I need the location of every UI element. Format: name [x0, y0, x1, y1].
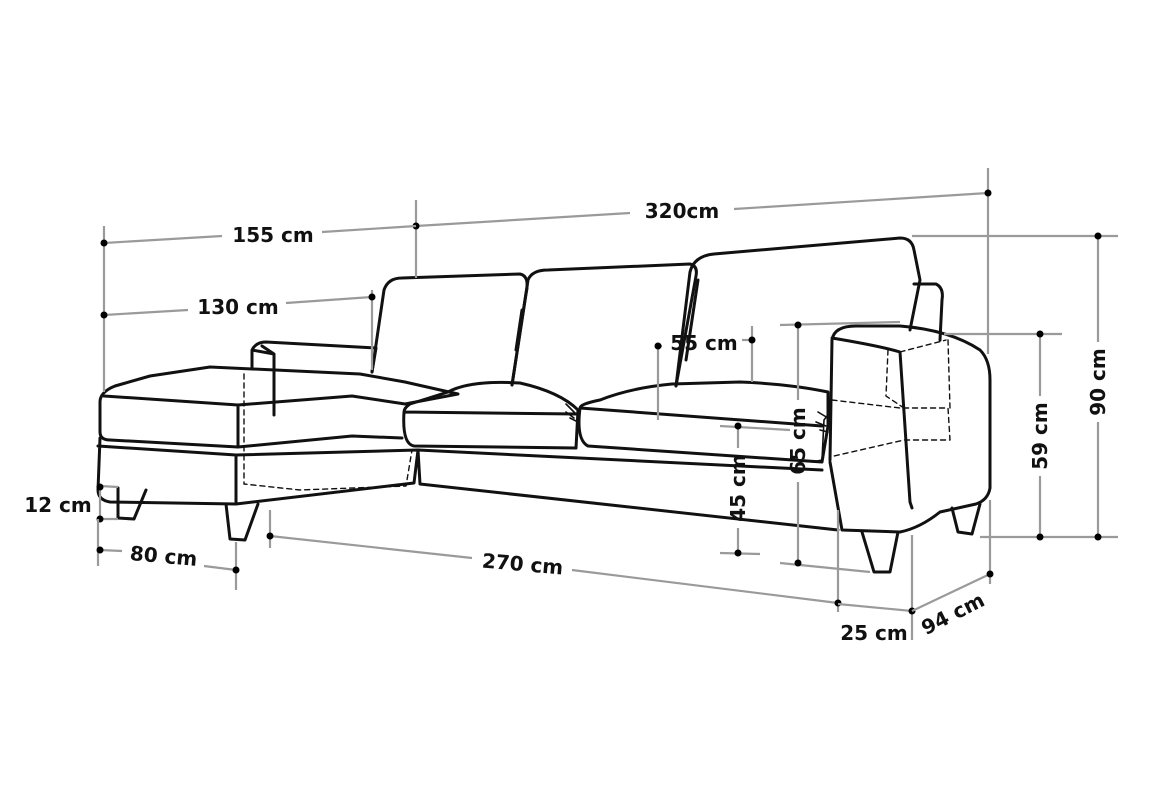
back-cushion-right: [674, 236, 922, 388]
right-arm-inner: [811, 411, 831, 463]
label-chaise-width: 155 cm: [232, 223, 313, 247]
label-seat-depth: 55 cm: [670, 331, 738, 355]
right-leg-back: [950, 502, 982, 536]
back-cushion-middle: [510, 262, 698, 388]
seat-cushion-right: [577, 380, 830, 464]
dimension-labels: 320cm 155 cm 130 cm 55 cm 90 cm 59 cm 65…: [24, 199, 1110, 645]
cushion-tuft-left: [565, 403, 579, 423]
label-sofa-length: 270 cm: [481, 549, 564, 580]
main-base: [416, 448, 840, 532]
right-leg-front: [860, 530, 900, 574]
cushion-tuft-right: [815, 411, 829, 433]
label-chaise-inner: 130 cm: [197, 295, 278, 319]
label-arm-seat-height: 65 cm: [786, 407, 810, 475]
label-arm-width: 25 cm: [840, 621, 908, 645]
back-frame: [912, 282, 944, 342]
chaise-base: [96, 436, 420, 506]
chaise-cushion: [98, 365, 460, 449]
seat-cushion-middle: [402, 380, 580, 450]
label-seat-height: 45 cm: [726, 454, 750, 522]
sofa-drawing: [96, 236, 992, 574]
label-back-height: 90 cm: [1086, 348, 1110, 416]
hidden-frame-arm: [831, 339, 951, 457]
dimension-lines: [96, 168, 1118, 640]
hidden-frame-chaise: [243, 373, 413, 491]
label-leg-height: 12 cm: [24, 493, 92, 517]
chaise-leg-front: [224, 502, 260, 542]
back-cushion-left: [370, 272, 529, 387]
label-chaise-depth: 80 cm: [129, 541, 198, 571]
chaise-armrest: [250, 340, 378, 417]
label-arm-height: 59 cm: [1028, 402, 1052, 470]
chaise-leg-left: [116, 486, 148, 521]
right-arm: [828, 324, 992, 534]
chaise-cushion-bottom: [236, 434, 404, 449]
label-total-width: 320cm: [645, 199, 719, 223]
label-sofa-depth: 94 cm: [917, 588, 988, 640]
